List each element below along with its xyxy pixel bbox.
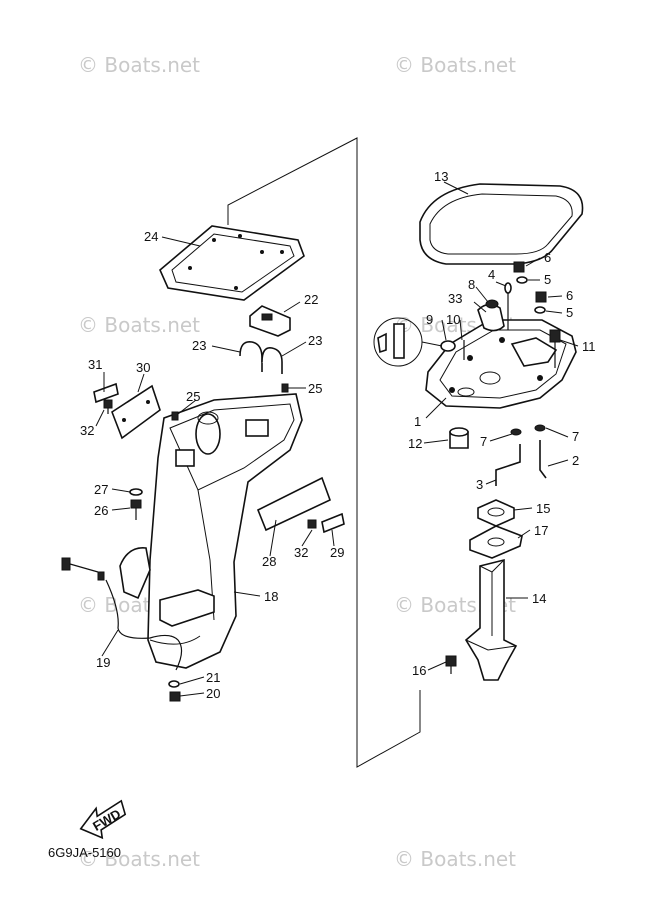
callout-4: 4 [488, 267, 495, 282]
part-14-exhaust-tube [464, 558, 518, 681]
part-26-bolt [130, 499, 142, 520]
callout-9: 9 [426, 312, 433, 327]
part-29-sticker [321, 512, 345, 534]
fwd-arrow-icon: FWD [79, 799, 127, 840]
part-31-sticker [93, 382, 119, 404]
callout-13: 13 [434, 169, 448, 184]
callout-29: 29 [330, 545, 344, 560]
part-grommet [119, 547, 151, 600]
callout-6: 6 [544, 250, 551, 265]
part-6-nut [535, 291, 547, 303]
part-13-rubber-seal [419, 183, 584, 265]
part-18-lower-casing [147, 393, 303, 669]
callout-15: 15 [536, 501, 550, 516]
part-32-screw [103, 399, 113, 414]
part-3-rod [495, 444, 521, 486]
part-9-collar [440, 340, 456, 352]
part-5-washer [516, 276, 528, 284]
callout-21: 21 [206, 670, 220, 685]
callout-33: 33 [448, 291, 462, 306]
callout-27: 27 [94, 482, 108, 497]
part-25-pin [171, 411, 179, 421]
watermark: © Boats.net [394, 847, 516, 871]
callout-18: 18 [264, 589, 278, 604]
part-27-washer [129, 488, 143, 496]
callout-5: 5 [566, 305, 573, 320]
part-5-washer [534, 306, 546, 314]
part-15-seal [477, 499, 515, 527]
callout-26: 26 [94, 503, 108, 518]
assembly-boundary [227, 137, 421, 768]
callout-32: 32 [80, 423, 94, 438]
part-19-ground-cable [105, 579, 183, 671]
part-6-nut [513, 261, 525, 273]
part-21-washer [168, 680, 180, 688]
callout-5: 5 [544, 272, 551, 287]
callout-23: 23 [192, 338, 206, 353]
callout-24: 24 [144, 229, 158, 244]
callout-32: 32 [294, 545, 308, 560]
part-17-gasket [469, 525, 523, 559]
callout-14: 14 [532, 591, 546, 606]
diagram-code: 6G9JA-5160 [48, 845, 121, 860]
part-12-grommet [449, 427, 469, 449]
callout-10: 10 [446, 312, 460, 327]
part-23-clips [239, 340, 283, 374]
watermark: © Boats.net [394, 53, 516, 77]
callout-25: 25 [308, 381, 322, 396]
part-bolt-ground [61, 557, 105, 581]
callout-11: 11 [582, 339, 596, 354]
watermark: © Boats.net [78, 313, 200, 337]
callout-1: 1 [414, 414, 421, 429]
part-latch-detail [373, 317, 443, 367]
part-2-rod [539, 440, 547, 479]
watermark: © Boats.net [78, 53, 200, 77]
callout-12: 12 [408, 436, 422, 451]
callout-6: 6 [566, 288, 573, 303]
callout-22: 22 [304, 292, 318, 307]
part-4-pin [504, 282, 512, 330]
part-7-washer [534, 424, 546, 432]
callout-17: 17 [534, 523, 548, 538]
callout-16: 16 [412, 663, 426, 678]
callout-31: 31 [88, 357, 102, 372]
leader-lines [95, 181, 579, 697]
part-32-screw [307, 519, 317, 529]
part-25-pin [281, 383, 289, 393]
callout-20: 20 [206, 686, 220, 701]
callout-layer: 24 22 23 23 25 25 31 30 32 27 26 28 32 2… [80, 169, 596, 701]
watermark-layer: © Boats.net © Boats.net © Boats.net © Bo… [78, 53, 516, 871]
callout-3: 3 [476, 477, 483, 492]
watermark: © Boats.net [78, 847, 200, 871]
callout-23: 23 [308, 333, 322, 348]
callout-30: 30 [136, 360, 150, 375]
part-22-bracket [249, 305, 291, 337]
part-24-cover-gasket [159, 225, 305, 301]
part-16-bolt [445, 655, 457, 674]
part-11-bolt [549, 329, 561, 368]
callout-8: 8 [468, 277, 475, 292]
callout-28: 28 [262, 554, 276, 569]
callout-7: 7 [572, 429, 579, 444]
part-20-bolt [169, 691, 181, 702]
part-7-washer [510, 428, 522, 436]
callout-2: 2 [572, 453, 579, 468]
callout-25: 25 [186, 389, 200, 404]
part-30-side-plate [111, 384, 161, 440]
part-28-side-plate [256, 476, 332, 532]
callout-19: 19 [96, 655, 110, 670]
callout-7: 7 [480, 434, 487, 449]
part-8-grommet [485, 299, 499, 309]
